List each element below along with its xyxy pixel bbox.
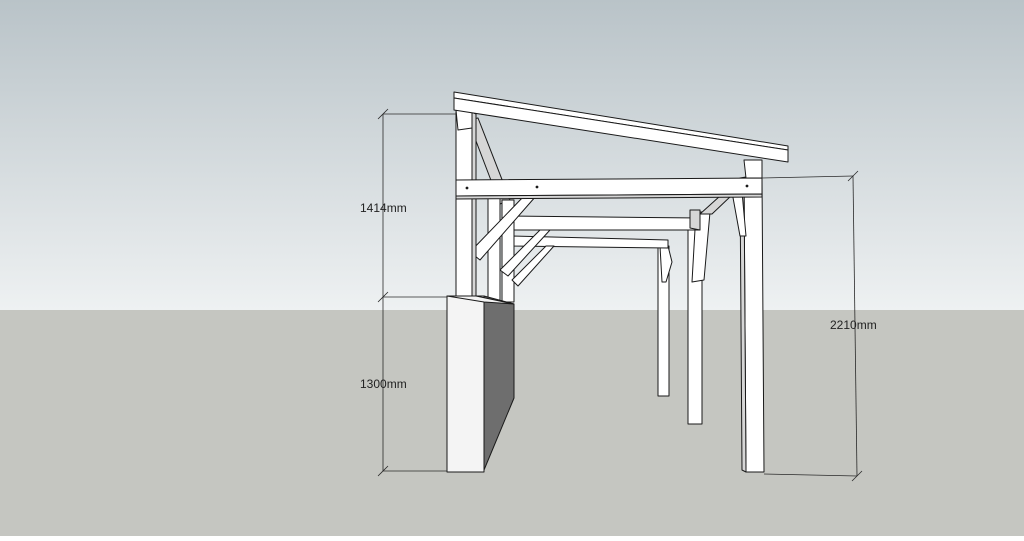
front-crossbeam: [455, 177, 763, 197]
front-post-left: [455, 111, 473, 301]
peg: [535, 185, 539, 189]
mid-rail: [501, 215, 701, 231]
front-crossbeam-underside: [455, 193, 763, 200]
dimension-label-wall: 1300mm: [360, 377, 407, 391]
dimension-label-upper: 1414mm: [360, 201, 407, 215]
inner-brace-2: [511, 245, 555, 287]
peg: [745, 184, 749, 188]
dimension-lines: [377, 108, 863, 482]
peg: [465, 186, 469, 190]
mid-rail-end: [689, 209, 701, 231]
timber-frame: [446, 91, 789, 473]
front-post-left-side: [471, 111, 477, 301]
rafter-block-right: [743, 159, 763, 179]
wall-side: [446, 295, 485, 473]
dimension-label-post: 2210mm: [830, 318, 877, 332]
roof-beam: [453, 97, 789, 163]
front-post-right: [743, 177, 765, 473]
wall-top: [446, 295, 515, 305]
rafter-block-left: [455, 109, 473, 131]
wall-front: [483, 295, 515, 471]
inner-brace: [499, 229, 551, 277]
